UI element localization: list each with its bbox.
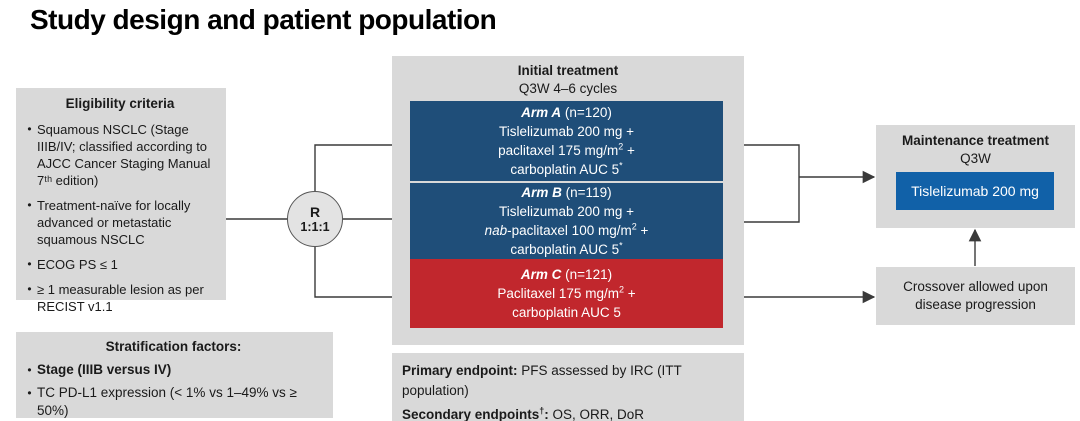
stratification-item: TC PD-L1 expression (< 1% vs 1–49% vs ≥ … [22, 384, 325, 420]
arm-box-a: Arm A (n=120) Tislelizumab 200 mg + paclit… [410, 101, 723, 181]
arm-box-c: Arm C (n=121) Paclitaxel 175 mg/m2 + carbo… [410, 259, 723, 328]
stratification-item: Stage (IIIB versus IV) [22, 361, 325, 379]
stratification-box: Stratification factors: Stage (IIIB vers… [16, 332, 333, 418]
primary-endpoint: Primary endpoint: PFS assessed by IRC (I… [402, 363, 682, 398]
maintenance-schedule: Q3W [960, 151, 991, 166]
randomization-circle: R 1:1:1 [287, 191, 343, 247]
arm-regimen-line: Tislelizumab 200 mg + [499, 204, 634, 219]
crossover-box: Crossover allowed upon disease progressi… [876, 267, 1075, 325]
randomization-ratio: 1:1:1 [300, 219, 330, 234]
eligibility-item: ≥ 1 measurable lesion as per RECIST v1.1 [22, 281, 218, 315]
randomization-letter: R [309, 203, 321, 220]
arm-regimen-line: nab-paclitaxel 100 mg/m2 + [484, 221, 649, 238]
initial-treatment-schedule: Q3W 4–6 cycles [518, 81, 618, 96]
arm-regimen-line: carboplatin AUC 5* [510, 160, 623, 177]
arm-regimen-line: Tislelizumab 200 mg + [499, 124, 634, 139]
eligibility-item: ECOG PS ≤ 1 [22, 256, 218, 273]
stratification-header: Stratification factors: [105, 339, 242, 354]
maintenance-header: Maintenance treatment [901, 133, 1050, 148]
arm-title: Arm A (n=120) [521, 105, 612, 120]
maintenance-panel: Maintenance treatment Q3W Tislelizumab 2… [876, 125, 1075, 228]
eligibility-header: Eligibility criteria [65, 96, 175, 111]
secondary-endpoints: Secondary endpoints†: OS, ORR, DoR [402, 405, 645, 421]
eligibility-box: Eligibility criteria Squamous NSCLC (Sta… [16, 88, 226, 314]
arm-regimen-line: paclitaxel 175 mg/m2 + [498, 141, 635, 158]
arm-regimen-line: Paclitaxel 175 mg/m2 + [497, 284, 636, 301]
eligibility-item: Squamous NSCLC (Stage IIIB/IV; classifie… [22, 121, 218, 189]
arm-boxes: Arm A (n=120) Tislelizumab 200 mg + paclit… [410, 101, 723, 328]
arm-regimen-line: carboplatin AUC 5 [512, 305, 621, 320]
arm-regimen-line: carboplatin AUC 5* [510, 240, 623, 257]
arm-title: Arm C (n=121) [520, 267, 613, 282]
eligibility-item: Treatment-naïve for locally advanced or … [22, 197, 218, 248]
endpoints-panel: Primary endpoint: PFS assessed by IRC (I… [392, 353, 744, 421]
arm-title: Arm B (n=119) [521, 185, 612, 200]
page-title: Study design and patient population [30, 4, 497, 35]
initial-treatment-header: Initial treatment [517, 63, 619, 78]
arm-box-b: Arm B (n=119) Tislelizumab 200 mg + nab-pa… [410, 183, 723, 259]
maintenance-pill: Tislelizumab 200 mg [896, 172, 1054, 210]
